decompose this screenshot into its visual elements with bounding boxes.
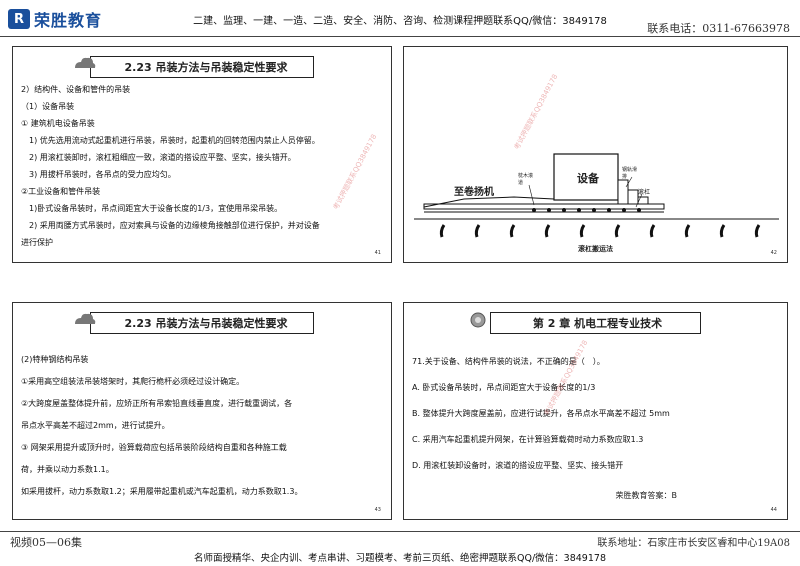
contact-address: 联系地址：石家庄市长安区睿和中心19A08 (597, 538, 790, 549)
option-d: D. 用滚杠装卸设备时，滚道的搭设应平整、坚实、接头错开 (412, 461, 624, 470)
text-line: 1) 优先选用流动式起重机进行吊装，吊装时，起重机的回转范围内禁止人员停留。 (29, 136, 320, 145)
label-lining: 枕木滚道 (518, 173, 534, 186)
text-line: 吊点水平高差不超过2mm，进行试提升。 (21, 421, 170, 430)
label-roller: 滚杠 (638, 189, 651, 196)
option-c: C. 采用汽车起重机提升网架，在计算验算载荷时动力系数应取1.3 (412, 435, 644, 444)
page-number: 43 (374, 507, 381, 513)
logo-mark-icon: R (8, 9, 30, 29)
logo-text: 荣胜教育 (34, 11, 103, 30)
text-line: 如采用拔杆，动力系数取1.2；采用履带起重机或汽车起重机，动力系数取1.3。 (21, 487, 303, 496)
contact-phone: 联系电话：0311-67663978 (647, 22, 790, 35)
text-line: ①采用高空组装法吊装塔架时，其爬行桅杆必须经过设计确定。 (21, 377, 245, 386)
text-line: 2) 用滚杠装卸时，滚杠粗细应一致，滚道的搭设应平整、坚实，接头错开。 (29, 153, 296, 162)
text-line: 2）结构件、设备和管件的吊装 (21, 85, 131, 94)
footer-divider (0, 531, 800, 532)
text-line: ②大跨度屋盖整体提升前，应矫正所有吊索铅直线垂直度，进行载重调试，各 (21, 399, 293, 408)
text-line: ① 建筑机电设备吊装 (21, 119, 95, 128)
label-rail: 钢轨滑排 (622, 167, 638, 180)
option-a: A. 卧式设备吊装时，吊点间距宜大于设备长度的1/3 (412, 383, 596, 392)
slide-41: 2.23 吊装方法与吊装稳定性要求 2）结构件、设备和管件的吊装 （1）设备吊装… (12, 46, 392, 263)
text-line: ③ 网架采用提升或顶升时，验算载荷应包括吊装阶段结构自重和各种施工载 (21, 443, 287, 452)
badge-icon (470, 312, 486, 328)
text-line: 荷，并乘以动力系数1.1。 (21, 465, 114, 474)
slide-title: 2.23 吊装方法与吊装稳定性要求 (74, 312, 315, 334)
text-line: 进行保护 (21, 238, 53, 247)
page-number: 41 (374, 250, 381, 256)
brand-logo: R 荣胜教育 (8, 8, 102, 30)
bottom-banner: 名师面授精华、央企内训、考点串讲、习题模考、考前三页纸、绝密押题联系QQ/微信：… (194, 553, 606, 564)
slide-title: 第 2 章 机电工程专业技术 (470, 312, 702, 334)
text-line: 1)卧式设备吊装时，吊点间距宜大于设备长度的1/3，宜使用吊梁吊装。 (29, 204, 283, 213)
slide-title: 2.23 吊装方法与吊装稳定性要求 (74, 56, 315, 78)
video-label: 视频05—06集 (10, 536, 82, 549)
question-stem: 71.关于设备、结构件吊装的说法，不正确的是（ ）。 (412, 357, 605, 366)
header-divider (0, 36, 800, 37)
figure-caption: 滚杠搬运法 (578, 245, 613, 253)
text-line: (2)特种钢结构吊装 (21, 355, 89, 364)
page-number: 44 (770, 507, 777, 513)
page-number: 42 (770, 250, 777, 256)
option-b: B. 整体提升大跨度屋盖前，应进行试提升，各吊点水平高差不超过 5mm (412, 409, 670, 418)
slide-43: 2.23 吊装方法与吊装稳定性要求 (2)特种钢结构吊装 ①采用高空组装法吊装塔… (12, 302, 392, 520)
answer-text: 荣胜教育答案：B (615, 491, 678, 500)
text-line: 2) 采用両腰方式吊装时，应对索具与设备的边缘棱角接触部位进行保护，并对设备 (29, 221, 320, 230)
text-line: （1）设备吊装 (21, 102, 75, 111)
text-line: ②工业设备和管件吊装 (21, 187, 101, 196)
label-winch: 至卷扬机 (454, 187, 494, 198)
roller-transport-diagram (414, 153, 779, 238)
label-equipment: 设备 (577, 172, 599, 185)
crane-cloud-icon (74, 57, 95, 68)
slide-42: 设备 至卷扬机 枕木滚道 钢轨滑排 滚杠 滚杠搬运法 考试押题联系QQ38491… (403, 46, 788, 263)
crane-cloud-icon (74, 313, 95, 324)
text-line: 3) 用拔杆吊装时，各吊点的受力应均匀。 (29, 170, 176, 179)
slide-44: 第 2 章 机电工程专业技术 71.关于设备、结构件吊装的说法，不正确的是（ ）… (403, 302, 788, 520)
top-banner: 二建、监理、一建、一造、二造、安全、消防、咨询、检测课程押题联系QQ/微信：38… (193, 16, 607, 27)
